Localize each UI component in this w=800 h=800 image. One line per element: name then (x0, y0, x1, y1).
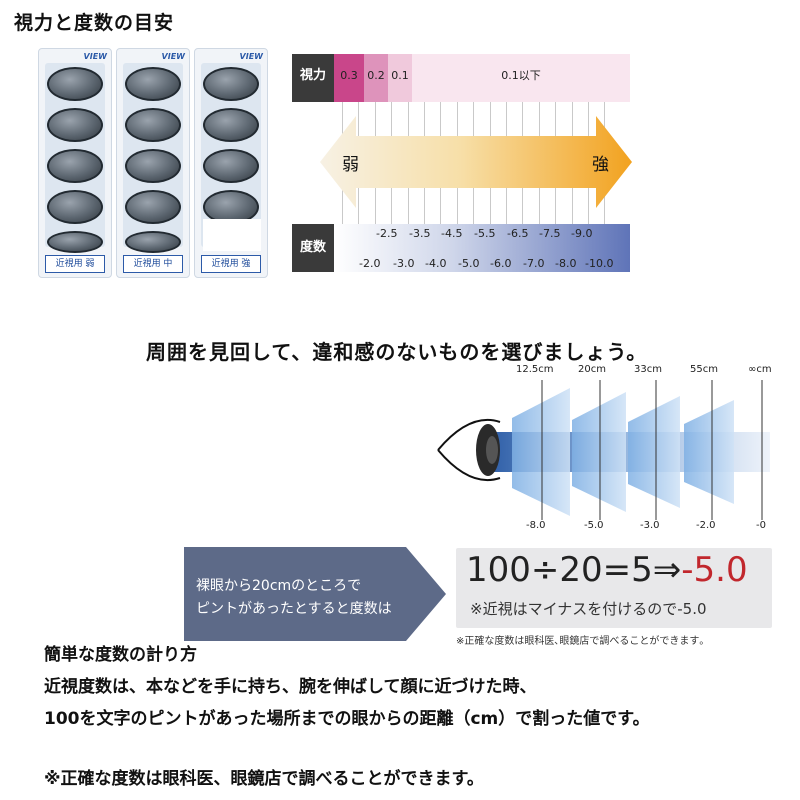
strength-arrow (320, 116, 632, 208)
distance-label: 55cm (690, 364, 718, 375)
goggle-lens (125, 190, 181, 224)
power-value: -7.0 (523, 257, 545, 270)
diopter-label: -5.0 (584, 520, 604, 531)
brand-logo: VIEW (239, 52, 263, 61)
callout-line: ピントがあったとすると度数は (196, 601, 392, 617)
goggle-lens (125, 231, 181, 253)
goggle-lens (47, 108, 103, 142)
power-value: -4.5 (441, 227, 463, 240)
power-label: 度数 (292, 224, 334, 272)
method-footnote: ※正確な度数は眼科医、眼鏡店で調べることができます。 (44, 769, 484, 789)
power-value: -7.5 (539, 227, 561, 240)
arrow-label-strong: 強 (592, 155, 609, 175)
power-value: -5.0 (458, 257, 480, 270)
goggle-lens (125, 149, 181, 183)
distance-label: ∞cm (748, 364, 772, 375)
goggle-lens (203, 67, 259, 101)
power-scale-bar (334, 224, 630, 272)
method-line: 100を文字のピントがあった場所までの眼からの距離（cm）で割った値です。 (44, 709, 650, 729)
product-tag: 近視用 強 (201, 255, 261, 273)
product-tag: 近視用 中 (123, 255, 183, 273)
subheading: 周囲を見回して、違和感のないものを選びましょう。 (146, 340, 648, 364)
brand-logo: VIEW (161, 52, 185, 61)
goggle-lens (203, 108, 259, 142)
goggle-lens (47, 149, 103, 183)
product-card-strong: VIEW 近視用 強 (194, 48, 268, 278)
callout-arrow (184, 547, 446, 641)
power-value: -2.5 (376, 227, 398, 240)
product-card-weak: VIEW 近視用 弱 (38, 48, 112, 278)
formula-note: ※近視はマイナスを付けるので-5.0 (470, 600, 707, 618)
power-value: -6.5 (507, 227, 529, 240)
goggle-lens (125, 108, 181, 142)
diopter-label: -8.0 (526, 520, 546, 531)
method-line: 近視度数は、本などを手に持ち、腕を伸ばして顔に近づけた時、 (44, 677, 537, 697)
diopter-label: -0 (756, 520, 766, 531)
distance-label: 33cm (634, 364, 662, 375)
instruction-sticker (203, 219, 261, 251)
vision-cell: 0.2 (364, 54, 388, 102)
vision-cell: 0.1以下 (412, 54, 630, 102)
goggle-lens (47, 231, 103, 253)
power-value: -10.0 (585, 257, 614, 270)
distance-label: 12.5cm (516, 364, 554, 375)
distance-label: 20cm (578, 364, 606, 375)
page-title: 視力と度数の目安 (14, 12, 175, 34)
formula-box: 100÷20=5⇒-5.0 ※近視はマイナスを付けるので-5.0 (456, 548, 772, 628)
arrow-label-weak: 弱 (342, 155, 359, 175)
callout-line: 裸眼から20cmのところで (196, 578, 362, 594)
method-heading: 簡単な度数の計り方 (44, 645, 197, 665)
power-value: -9.0 (571, 227, 593, 240)
goggle-lens (47, 67, 103, 101)
vision-cell: 0.3 (334, 54, 364, 102)
power-value: -4.0 (425, 257, 447, 270)
eye-diagram (437, 380, 770, 520)
diopter-label: -2.0 (696, 520, 716, 531)
product-tag: 近視用 弱 (45, 255, 105, 273)
power-value: -6.0 (490, 257, 512, 270)
accuracy-note: ※正確な度数は眼科医､眼鏡店で調べることができます｡ (456, 636, 705, 647)
power-value: -8.0 (555, 257, 577, 270)
equation-result: -5.0 (681, 550, 748, 590)
diopter-label: -3.0 (640, 520, 660, 531)
power-value: -3.0 (393, 257, 415, 270)
brand-logo: VIEW (83, 52, 107, 61)
vision-cell: 0.1 (388, 54, 412, 102)
power-value: -5.5 (474, 227, 496, 240)
formula-equation: 100÷20=5⇒-5.0 (466, 550, 748, 590)
goggle-lens (47, 190, 103, 224)
product-card-medium: VIEW 近視用 中 (116, 48, 190, 278)
power-value: -3.5 (409, 227, 431, 240)
equation-text: 100÷20=5⇒ (466, 550, 682, 590)
vision-label: 視力 (292, 54, 334, 102)
goggle-lens (203, 149, 259, 183)
power-value: -2.0 (359, 257, 381, 270)
goggle-lens (125, 67, 181, 101)
